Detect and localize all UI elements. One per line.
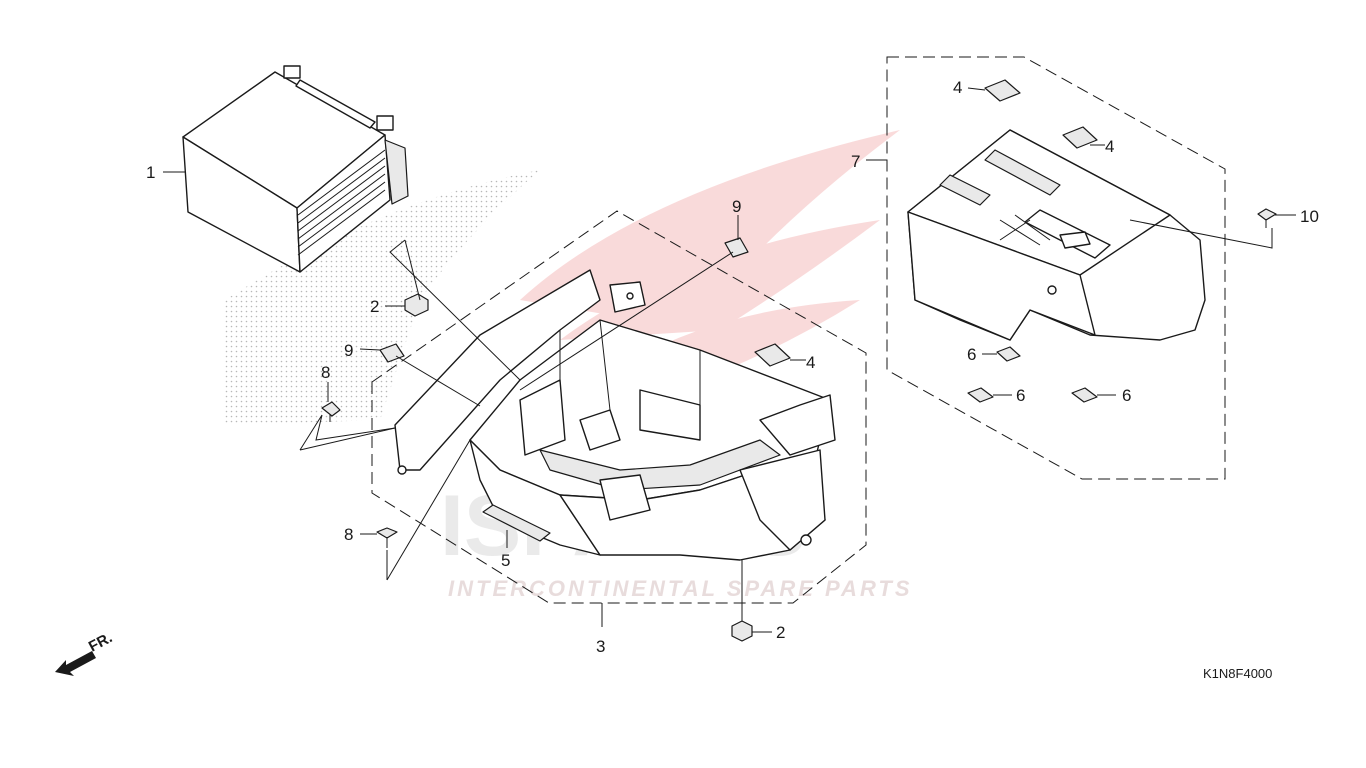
callout-9-lower: 9 [344,341,353,360]
leader-lines [163,87,1296,633]
diagram-code: K1N8F4000 [1203,666,1272,681]
callout-2-lower: 2 [776,623,785,642]
callout-6-a: 6 [967,345,976,364]
callout-3: 3 [596,637,605,656]
callout-2-upper: 2 [370,297,379,316]
part-8-screw-lower [376,527,398,548]
callout-8-lower: 8 [344,525,353,544]
callout-1: 1 [146,163,155,182]
callout-labels: 1 2 2 3 4 4 4 5 6 6 6 7 8 8 9 9 10 [146,78,1319,656]
callout-7: 7 [851,152,860,171]
battery-tray-part [394,269,836,561]
callout-9-upper: 9 [732,197,741,216]
callout-6-c: 6 [1122,386,1131,405]
arrow-icon [55,651,96,676]
part-6-pad-c [1071,387,1098,403]
watermark-tagline: INTERCONTINENTAL SPARE PARTS [448,576,913,601]
watermark-dotted-swoosh [225,170,540,425]
callout-4-c: 4 [806,353,815,372]
part-6-pad-b [967,387,994,403]
callout-4-a: 4 [953,78,962,97]
front-direction-indicator: FR. [55,629,115,676]
part-9-clip-upper [724,237,749,258]
battery-part [182,65,409,273]
callout-4-b: 4 [1105,137,1114,156]
direction-label: FR. [86,629,115,655]
part-4-pad-a [984,79,1021,102]
group-boundary-tray [371,210,867,604]
part-4-pad-c [754,343,791,367]
part-10-screw [1257,208,1277,228]
callout-6-b: 6 [1016,386,1025,405]
part-5-strip [482,504,551,542]
cover-box-part [907,129,1206,341]
part-6-pad-a [996,346,1021,362]
callout-8-upper: 8 [321,363,330,382]
part-8-screw-upper [321,401,341,422]
part-4-pad-b [1062,126,1098,149]
group-boundary-cover [886,56,1226,480]
callout-5: 5 [501,551,510,570]
part-2-nut-lower [731,620,753,642]
callout-10: 10 [1300,207,1319,226]
